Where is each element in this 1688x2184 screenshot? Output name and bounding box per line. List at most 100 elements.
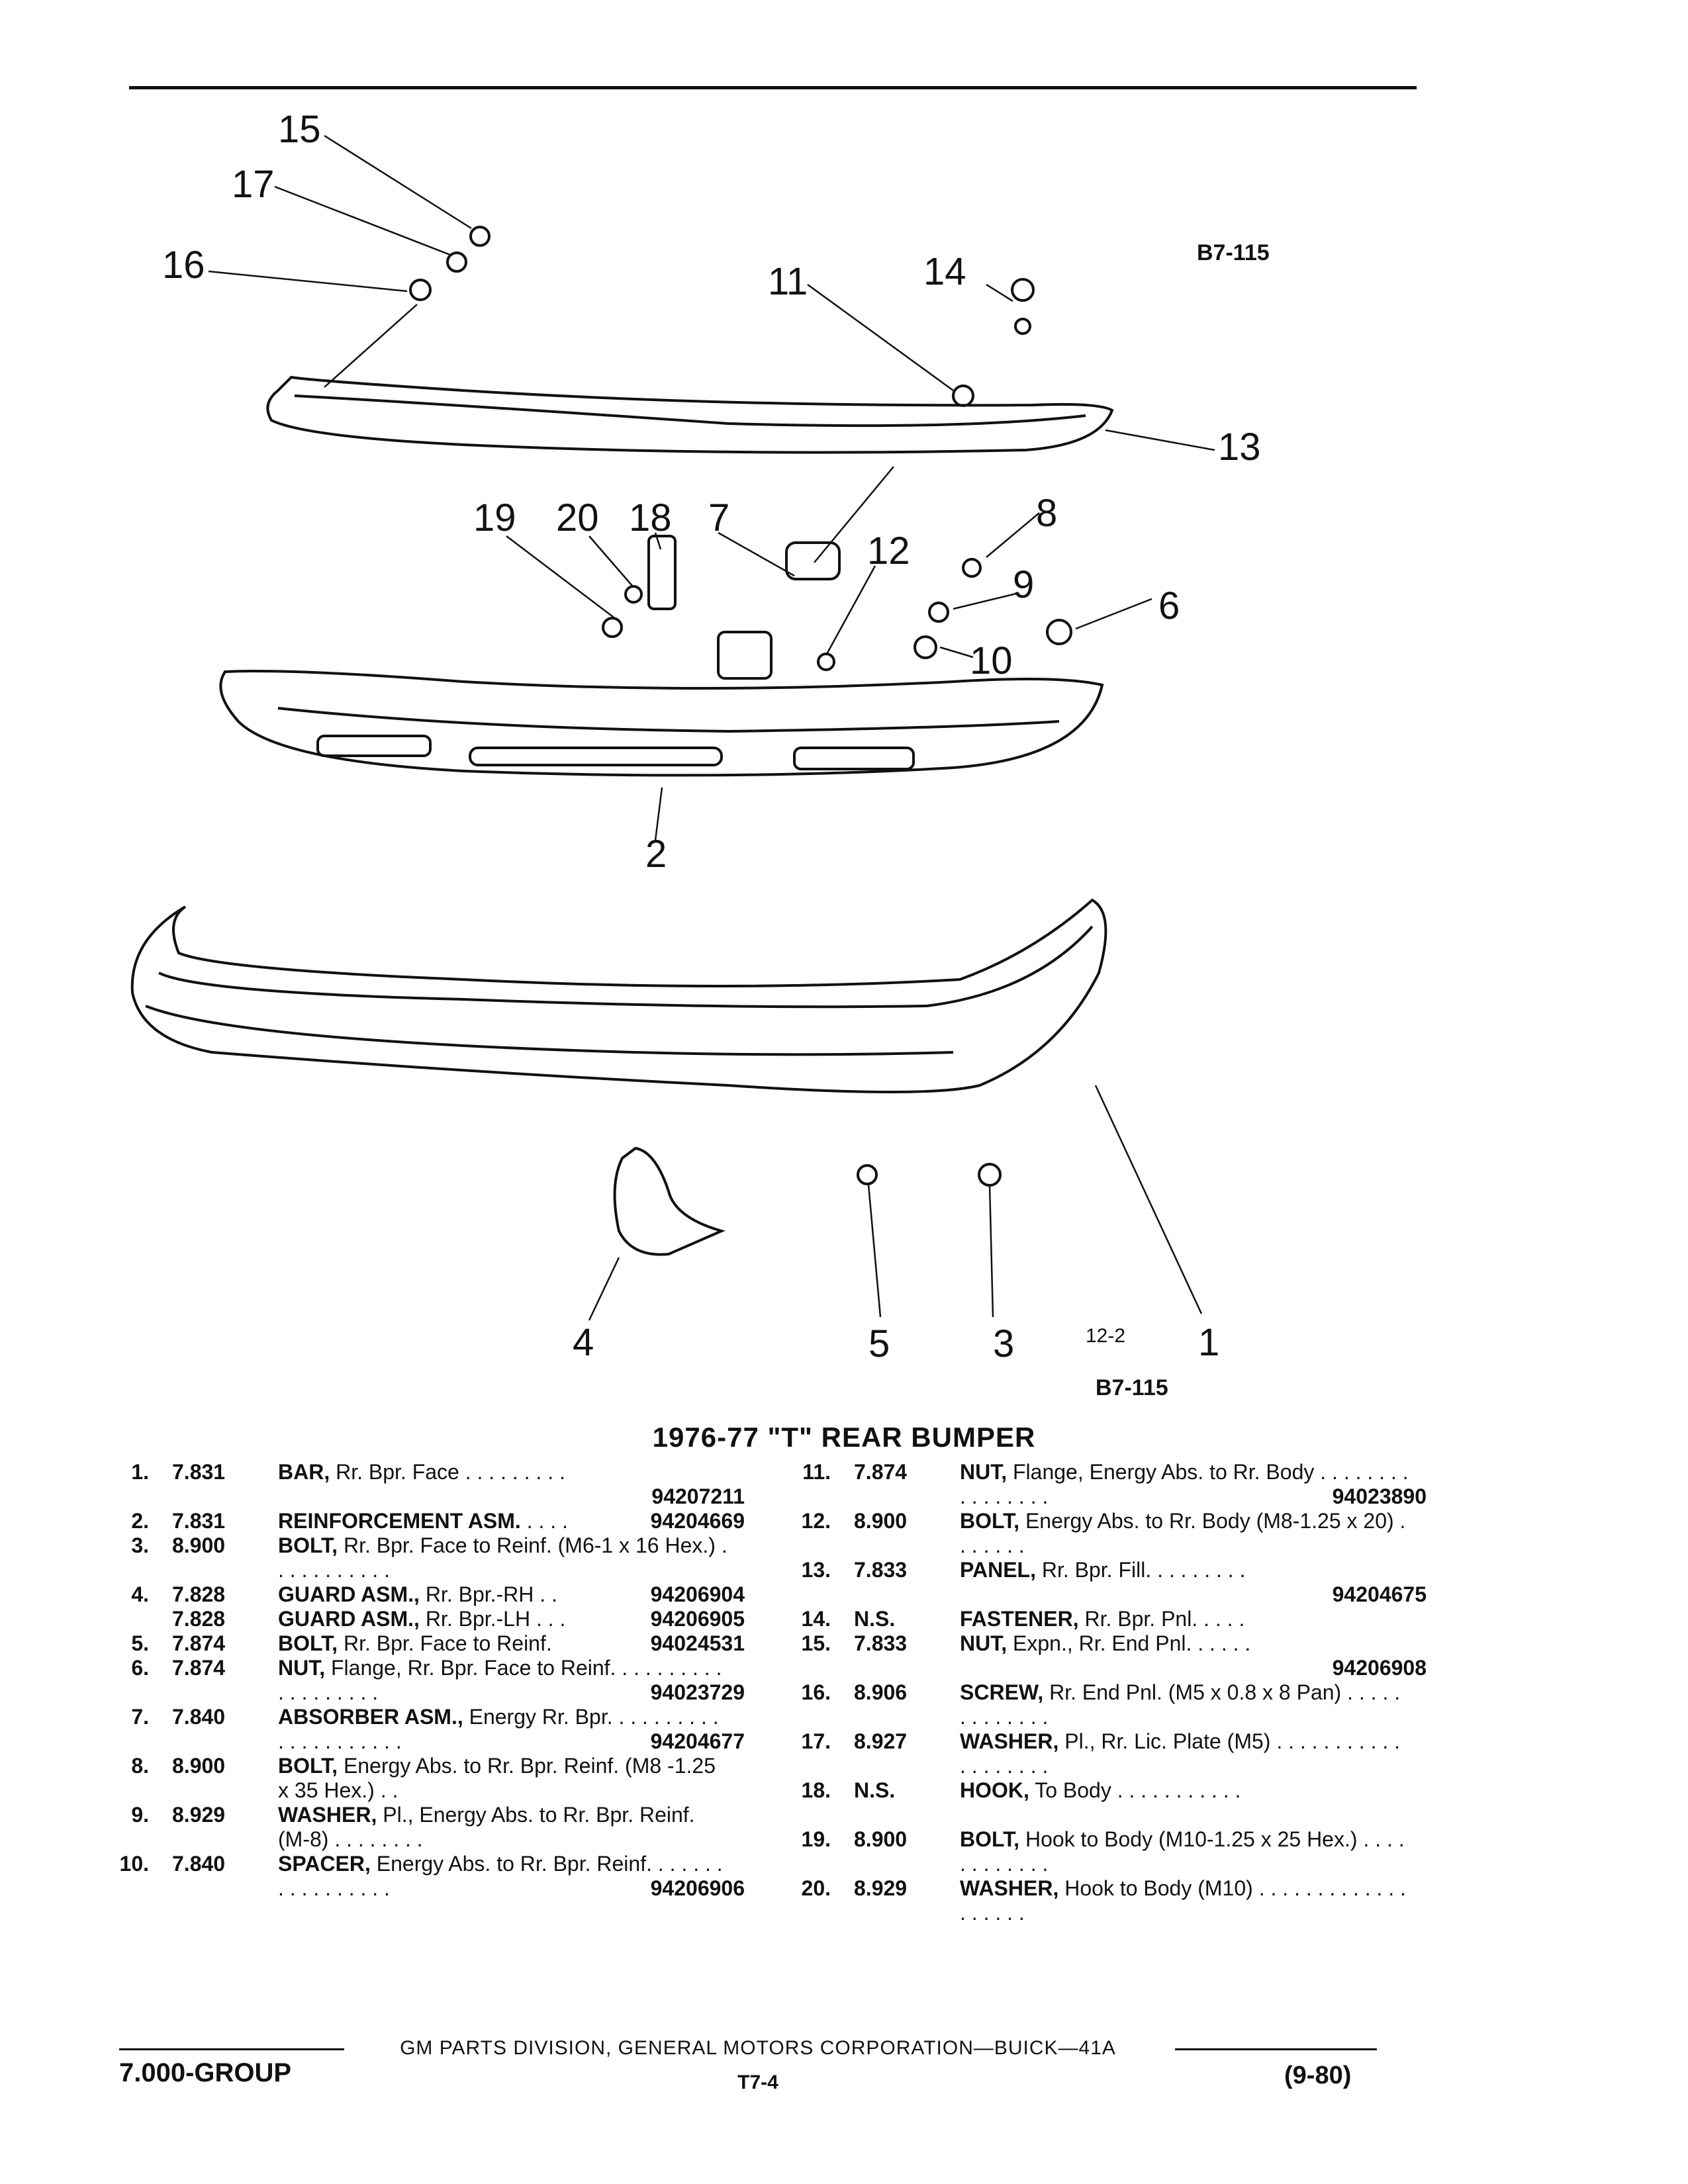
item-description: SPACER, Energy Abs. to Rr. Bpr. Reinf. .… xyxy=(278,1852,728,1901)
parts-list-item: 9. 8.929 WASHER, Pl., Energy Abs. to Rr. B… xyxy=(109,1803,745,1852)
item-part-number: 94206906 xyxy=(650,1876,745,1900)
item-detail: Rr. Bpr.-RH . . xyxy=(425,1582,557,1606)
item-description: BOLT, Hook to Body (M10-1.25 x 25 Hex.) … xyxy=(960,1827,1410,1876)
item-group-number: 7.874 xyxy=(172,1656,226,1680)
item-description: BOLT, Rr. Bpr. Face to Reinf. (M6-1 x 16… xyxy=(278,1533,728,1582)
callout-9: 9 xyxy=(1013,563,1034,606)
filler-panel-shape xyxy=(266,375,1114,454)
item-group-number: 8.900 xyxy=(854,1827,908,1851)
item-group-number: 8.929 xyxy=(854,1876,908,1900)
item-description: REINFORCEMENT ASM. . . . . xyxy=(278,1509,728,1533)
item-number: 16. xyxy=(801,1680,831,1704)
item-group-number: 7.840 xyxy=(172,1852,226,1876)
item-detail: Hook to Body (M10) . . . . . . . . . . .… xyxy=(960,1876,1406,1925)
guard-shape xyxy=(613,1146,726,1256)
item-detail: . . . . xyxy=(526,1509,568,1533)
item-number: 19. xyxy=(801,1827,831,1851)
footer-publisher: GM PARTS DIVISION, GENERAL MOTORS CORPOR… xyxy=(400,2037,1116,2059)
callout-7: 7 xyxy=(708,496,729,539)
item-group-number: 7.831 xyxy=(172,1460,226,1484)
item-group-number: N.S. xyxy=(854,1607,896,1631)
item-group-number: 8.900 xyxy=(172,1533,226,1557)
item-name: SPACER, xyxy=(278,1852,371,1876)
item-part-number: 94023890 xyxy=(1332,1484,1427,1508)
item-detail: Rr. Bpr. Face to Reinf. (M6-1 x 16 Hex.)… xyxy=(278,1533,727,1582)
diagram-code-top: B7-115 xyxy=(1197,240,1270,265)
item-part-number: 94023729 xyxy=(650,1680,745,1704)
item-description: BOLT, Rr. Bpr. Face to Reinf. xyxy=(278,1631,728,1656)
item-description: WASHER, Pl., Energy Abs. to Rr. Bpr. Rei… xyxy=(278,1803,728,1852)
item-group-number: 8.900 xyxy=(854,1509,908,1533)
item-name: ABSORBER ASM., xyxy=(278,1705,463,1729)
parts-list-item: 14.N.S.FASTENER, Rr. Bpr. Pnl. . . . . xyxy=(791,1607,1427,1631)
item-detail: Flange, Rr. Bpr. Face to Reinf. . . . . … xyxy=(278,1656,722,1704)
item-name: BOLT, xyxy=(960,1827,1020,1851)
item-group-number: 7.874 xyxy=(854,1460,908,1484)
parts-list-item: 1. 7.831 BAR, Rr. Bpr. Face . . . . . . . … xyxy=(109,1460,745,1509)
item-part-number: 94206905 xyxy=(650,1607,745,1631)
item-description: BOLT, Energy Abs. to Rr. Bpr. Reinf. (M8… xyxy=(278,1754,728,1803)
callout-12: 12 xyxy=(867,529,910,572)
item-name: WASHER, xyxy=(960,1729,1059,1753)
item-description: GUARD ASM., Rr. Bpr.-RH . . xyxy=(278,1582,728,1607)
item-part-number: 94204675 xyxy=(1332,1582,1427,1606)
item-number: 20. xyxy=(801,1876,831,1900)
item-group-number: 8.929 xyxy=(172,1803,226,1827)
item-name: WASHER, xyxy=(960,1876,1059,1900)
item-detail: Hook to Body (M10-1.25 x 25 Hex.) . . . … xyxy=(960,1827,1405,1876)
item-number: 1. xyxy=(131,1460,149,1484)
item-detail: Rr. Bpr. Fill. . . . . . . . . xyxy=(1041,1558,1246,1582)
diagram-code-bottom: B7-115 xyxy=(1096,1375,1168,1400)
parts-list-item: 20. 8.929 WASHER, Hook to Body (M10) . . .… xyxy=(791,1876,1427,1925)
item-part-number: 94204669 xyxy=(650,1509,745,1533)
top-rule xyxy=(129,86,1417,89)
parts-list-left: 1. 7.831 BAR, Rr. Bpr. Face . . . . . . . … xyxy=(109,1460,745,1901)
footer-group: 7.000-GROUP xyxy=(119,2058,292,2087)
item-detail: Energy Abs. to Rr. Bpr. Reinf. . . . . .… xyxy=(278,1852,723,1900)
item-number: 13. xyxy=(801,1558,831,1582)
item-number: 9. xyxy=(131,1803,149,1827)
item-name: BOLT, xyxy=(278,1533,338,1557)
callout-8: 8 xyxy=(1036,492,1057,535)
section-title: 1976-77 "T" REAR BUMPER xyxy=(652,1422,1036,1453)
item-name: NUT, xyxy=(960,1460,1008,1484)
footer-page-number: T7-4 xyxy=(737,2071,778,2093)
item-detail: Pl., Rr. Lic. Plate (M5) . . . . . . . .… xyxy=(960,1729,1401,1778)
callout-6: 6 xyxy=(1158,584,1180,627)
callout-2: 2 xyxy=(645,833,667,876)
item-detail: Rr. Bpr.-LH . . . xyxy=(425,1607,566,1631)
item-description: NUT, Flange, Energy Abs. to Rr. Body . .… xyxy=(960,1460,1410,1509)
callout-20: 20 xyxy=(556,496,599,539)
item-group-number: 7.833 xyxy=(854,1558,908,1582)
item-description: GUARD ASM., Rr. Bpr.-LH . . . xyxy=(278,1607,728,1631)
item-group-number: N.S. xyxy=(854,1778,896,1802)
item-name: SCREW, xyxy=(960,1680,1044,1704)
item-detail: Rr. Bpr. Face . . . . . . . . . xyxy=(336,1460,565,1484)
item-detail: Energy Abs. to Rr. Body (M8-1.25 x 20) .… xyxy=(960,1509,1406,1557)
item-name: FASTENER, xyxy=(960,1607,1079,1631)
item-group-number: 7.840 xyxy=(172,1705,226,1729)
item-number: 7. xyxy=(131,1705,149,1729)
item-description: BAR, Rr. Bpr. Face . . . . . . . . . xyxy=(278,1460,728,1484)
item-description: NUT, Expn., Rr. End Pnl. . . . . . xyxy=(960,1631,1410,1656)
item-name: PANEL, xyxy=(960,1558,1036,1582)
bumper-face-shape xyxy=(130,898,1107,1093)
exploded-parts-diagram: 15 17 16 11 14 B7-115 13 19 20 18 7 12 8… xyxy=(130,108,1270,1400)
callout-17: 17 xyxy=(232,163,275,206)
item-number: 18. xyxy=(801,1778,831,1802)
item-group-number: 8.906 xyxy=(854,1680,908,1704)
item-description: WASHER, Hook to Body (M10) . . . . . . .… xyxy=(960,1876,1410,1925)
item-description: HOOK, To Body . . . . . . . . . . . xyxy=(960,1778,1410,1803)
item-name: GUARD ASM., xyxy=(278,1582,420,1606)
item-number: 14. xyxy=(801,1607,831,1631)
reference-note: 12-2 xyxy=(1086,1325,1125,1347)
